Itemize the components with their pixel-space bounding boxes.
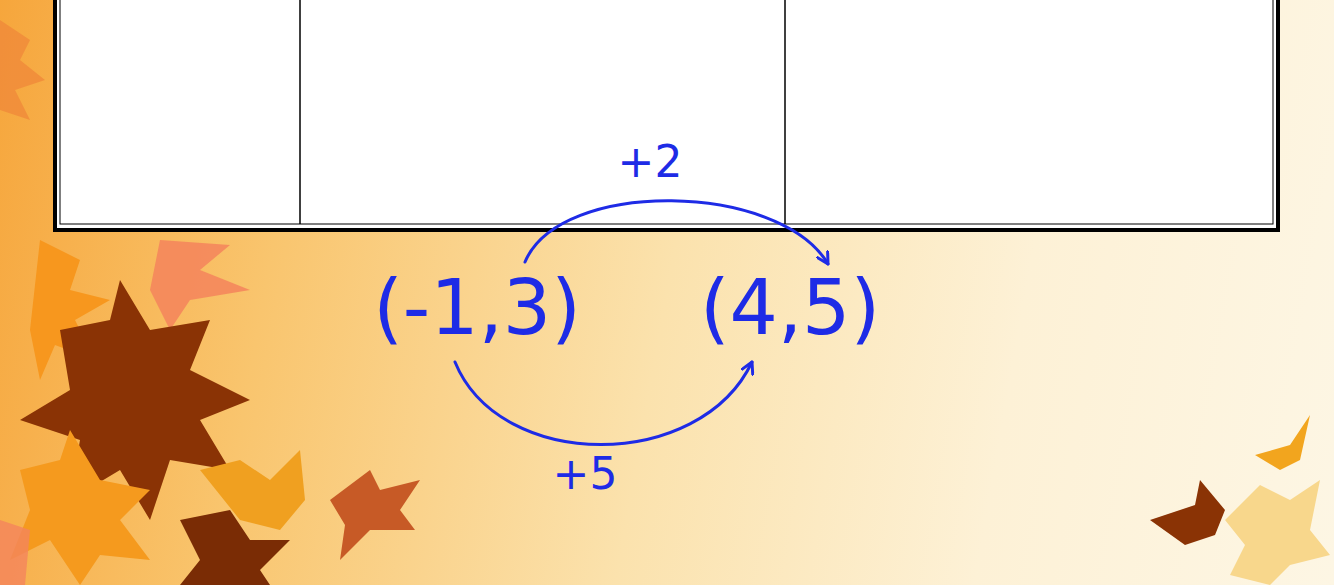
change-label: +2 <box>618 140 683 184</box>
table <box>55 0 1278 230</box>
arrow-arc <box>455 362 752 445</box>
leaf-decoration <box>1150 415 1330 585</box>
coordinate-point: (-1,3) <box>373 270 581 346</box>
coordinate-point: (4,5) <box>700 270 880 346</box>
change-label: +5 <box>553 452 618 496</box>
arrow-arc <box>525 201 828 264</box>
